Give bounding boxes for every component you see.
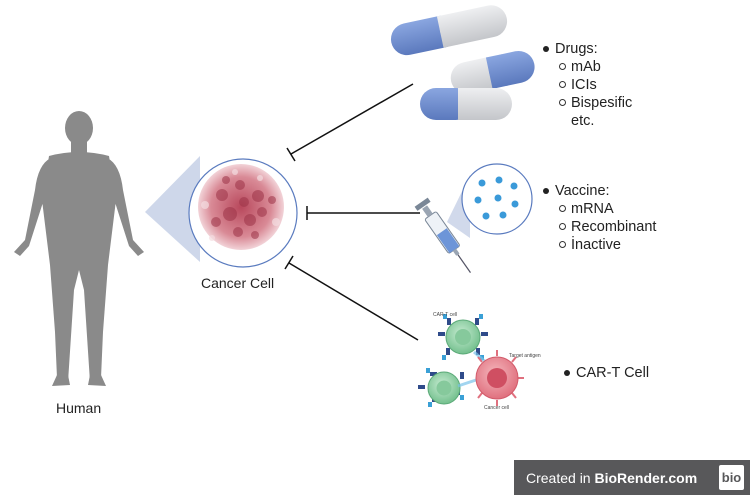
car-t-cells-icon xyxy=(418,314,524,407)
vaccine-title: Vaccine: xyxy=(541,182,656,200)
car-t-tiny-label: CAR-T cell xyxy=(433,312,458,318)
cart-list: CAR-T Cell xyxy=(562,364,649,382)
drugs-title: Drugs: xyxy=(541,40,632,58)
badge-brand: BioRender.com xyxy=(594,469,698,486)
capsules-icon xyxy=(390,5,535,120)
drugs-list: Drugs: mAb ICIs Bispesific etc. xyxy=(541,40,632,130)
zoom-cone xyxy=(145,156,200,262)
badge-prefix: Created in xyxy=(526,469,595,486)
human-silhouette-icon xyxy=(14,111,144,386)
target-antigen-tiny-label: Target antigen xyxy=(509,353,541,359)
biorender-badge-text: Created in BioRender.com xyxy=(526,470,697,486)
vaccine-item-inactive: İnactive xyxy=(541,236,656,254)
syringe-icon xyxy=(414,197,471,273)
inhibition-arrows xyxy=(284,83,420,341)
biorender-badge[interactable]: Created in BioRender.com bio xyxy=(514,460,750,495)
vaccine-item-recombinant: Recombinant xyxy=(541,218,656,236)
biorender-logo-icon: bio xyxy=(719,465,744,490)
drugs-item-mab: mAb xyxy=(541,58,632,76)
human-label: Human xyxy=(56,400,102,416)
vaccine-list: Vaccine: mRNA Recombinant İnactive xyxy=(541,182,656,254)
cancer-cell-tiny-label: Cancer cell xyxy=(484,405,510,411)
vaccine-particles-circle xyxy=(461,163,533,235)
drugs-continuation: etc. xyxy=(571,113,595,129)
cancer-cell-circle xyxy=(188,158,298,268)
drugs-item-bispecific: Bispesific xyxy=(541,94,632,112)
drugs-item-icis: ICIs xyxy=(541,76,632,94)
vaccine-item-mrna: mRNA xyxy=(541,200,656,218)
cancer-cell-label: Cancer Cell xyxy=(201,275,275,291)
cart-title: CAR-T Cell xyxy=(562,364,649,382)
